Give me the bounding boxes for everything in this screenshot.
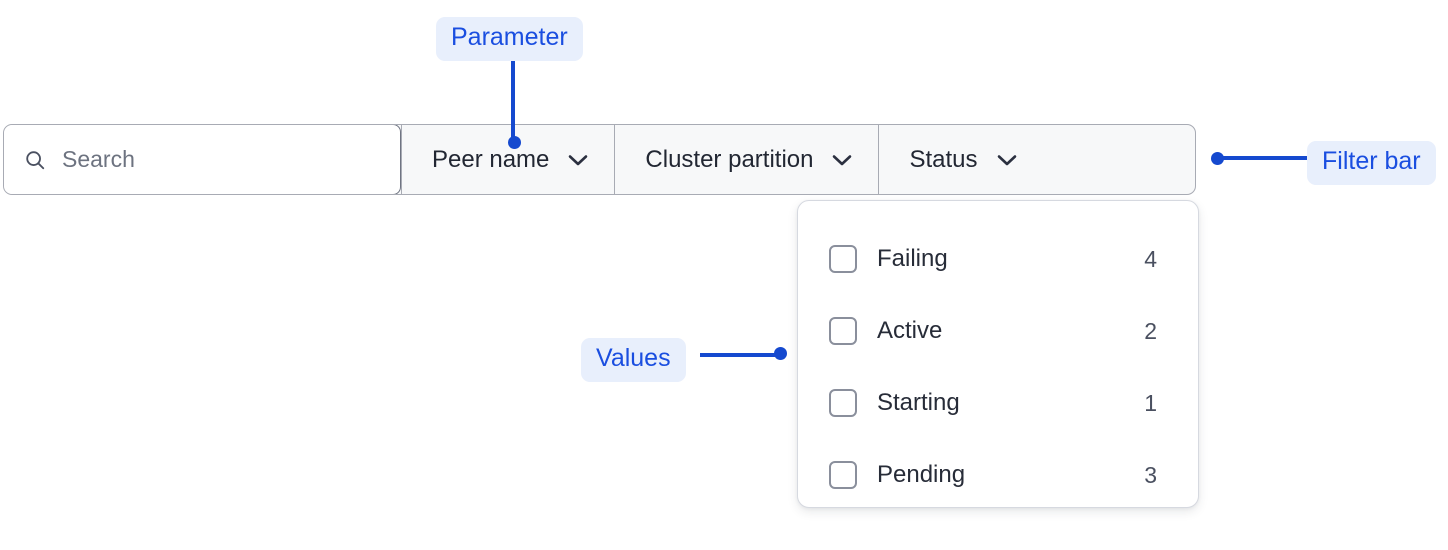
annotation-values: Values: [581, 338, 686, 382]
option-count: 3: [1144, 461, 1157, 488]
option-label: Failing: [877, 245, 948, 272]
option-label: Pending: [877, 461, 966, 488]
checkbox-pending[interactable]: [829, 461, 857, 489]
filter-peer-name-label: Peer name: [432, 145, 550, 173]
leader-dot-parameter: [508, 136, 521, 149]
leader-line-filter-bar: [1222, 156, 1307, 160]
chevron-down-icon: [997, 154, 1016, 165]
option-label: Active: [877, 317, 943, 344]
annotation-parameter: Parameter: [436, 17, 583, 61]
filter-bar: Peer name Cluster partition Status: [3, 124, 1196, 195]
list-item[interactable]: Pending 3: [798, 439, 1198, 511]
chevron-down-icon: [833, 154, 852, 165]
status-dropdown-panel: Failing 4 Active 2 Starting 1 Pending 3: [797, 200, 1199, 508]
search-input[interactable]: [62, 146, 382, 173]
leader-dot-filter-bar: [1211, 152, 1224, 165]
filter-peer-name[interactable]: Peer name: [401, 125, 615, 194]
checkbox-active[interactable]: [829, 317, 857, 345]
filter-cluster-partition-label: Cluster partition: [645, 145, 814, 173]
filter-status[interactable]: Status: [878, 125, 1043, 194]
filter-cluster-partition[interactable]: Cluster partition: [614, 125, 879, 194]
leader-line-values: [700, 353, 778, 357]
filter-status-label: Status: [909, 145, 978, 173]
leader-line-parameter: [511, 56, 515, 142]
search-icon: [26, 150, 45, 169]
search-field[interactable]: [4, 125, 401, 194]
option-label: Starting: [877, 389, 960, 416]
checkbox-failing[interactable]: [829, 245, 857, 273]
annotation-filter-bar: Filter bar: [1307, 141, 1436, 185]
chevron-down-icon: [569, 154, 588, 165]
list-item[interactable]: Active 2: [798, 295, 1198, 367]
list-item[interactable]: Failing 4: [798, 223, 1198, 295]
option-count: 4: [1144, 245, 1157, 272]
list-item[interactable]: Starting 1: [798, 367, 1198, 439]
option-count: 1: [1144, 389, 1157, 416]
leader-dot-values: [774, 347, 787, 360]
checkbox-starting[interactable]: [829, 389, 857, 417]
option-count: 2: [1144, 317, 1157, 344]
